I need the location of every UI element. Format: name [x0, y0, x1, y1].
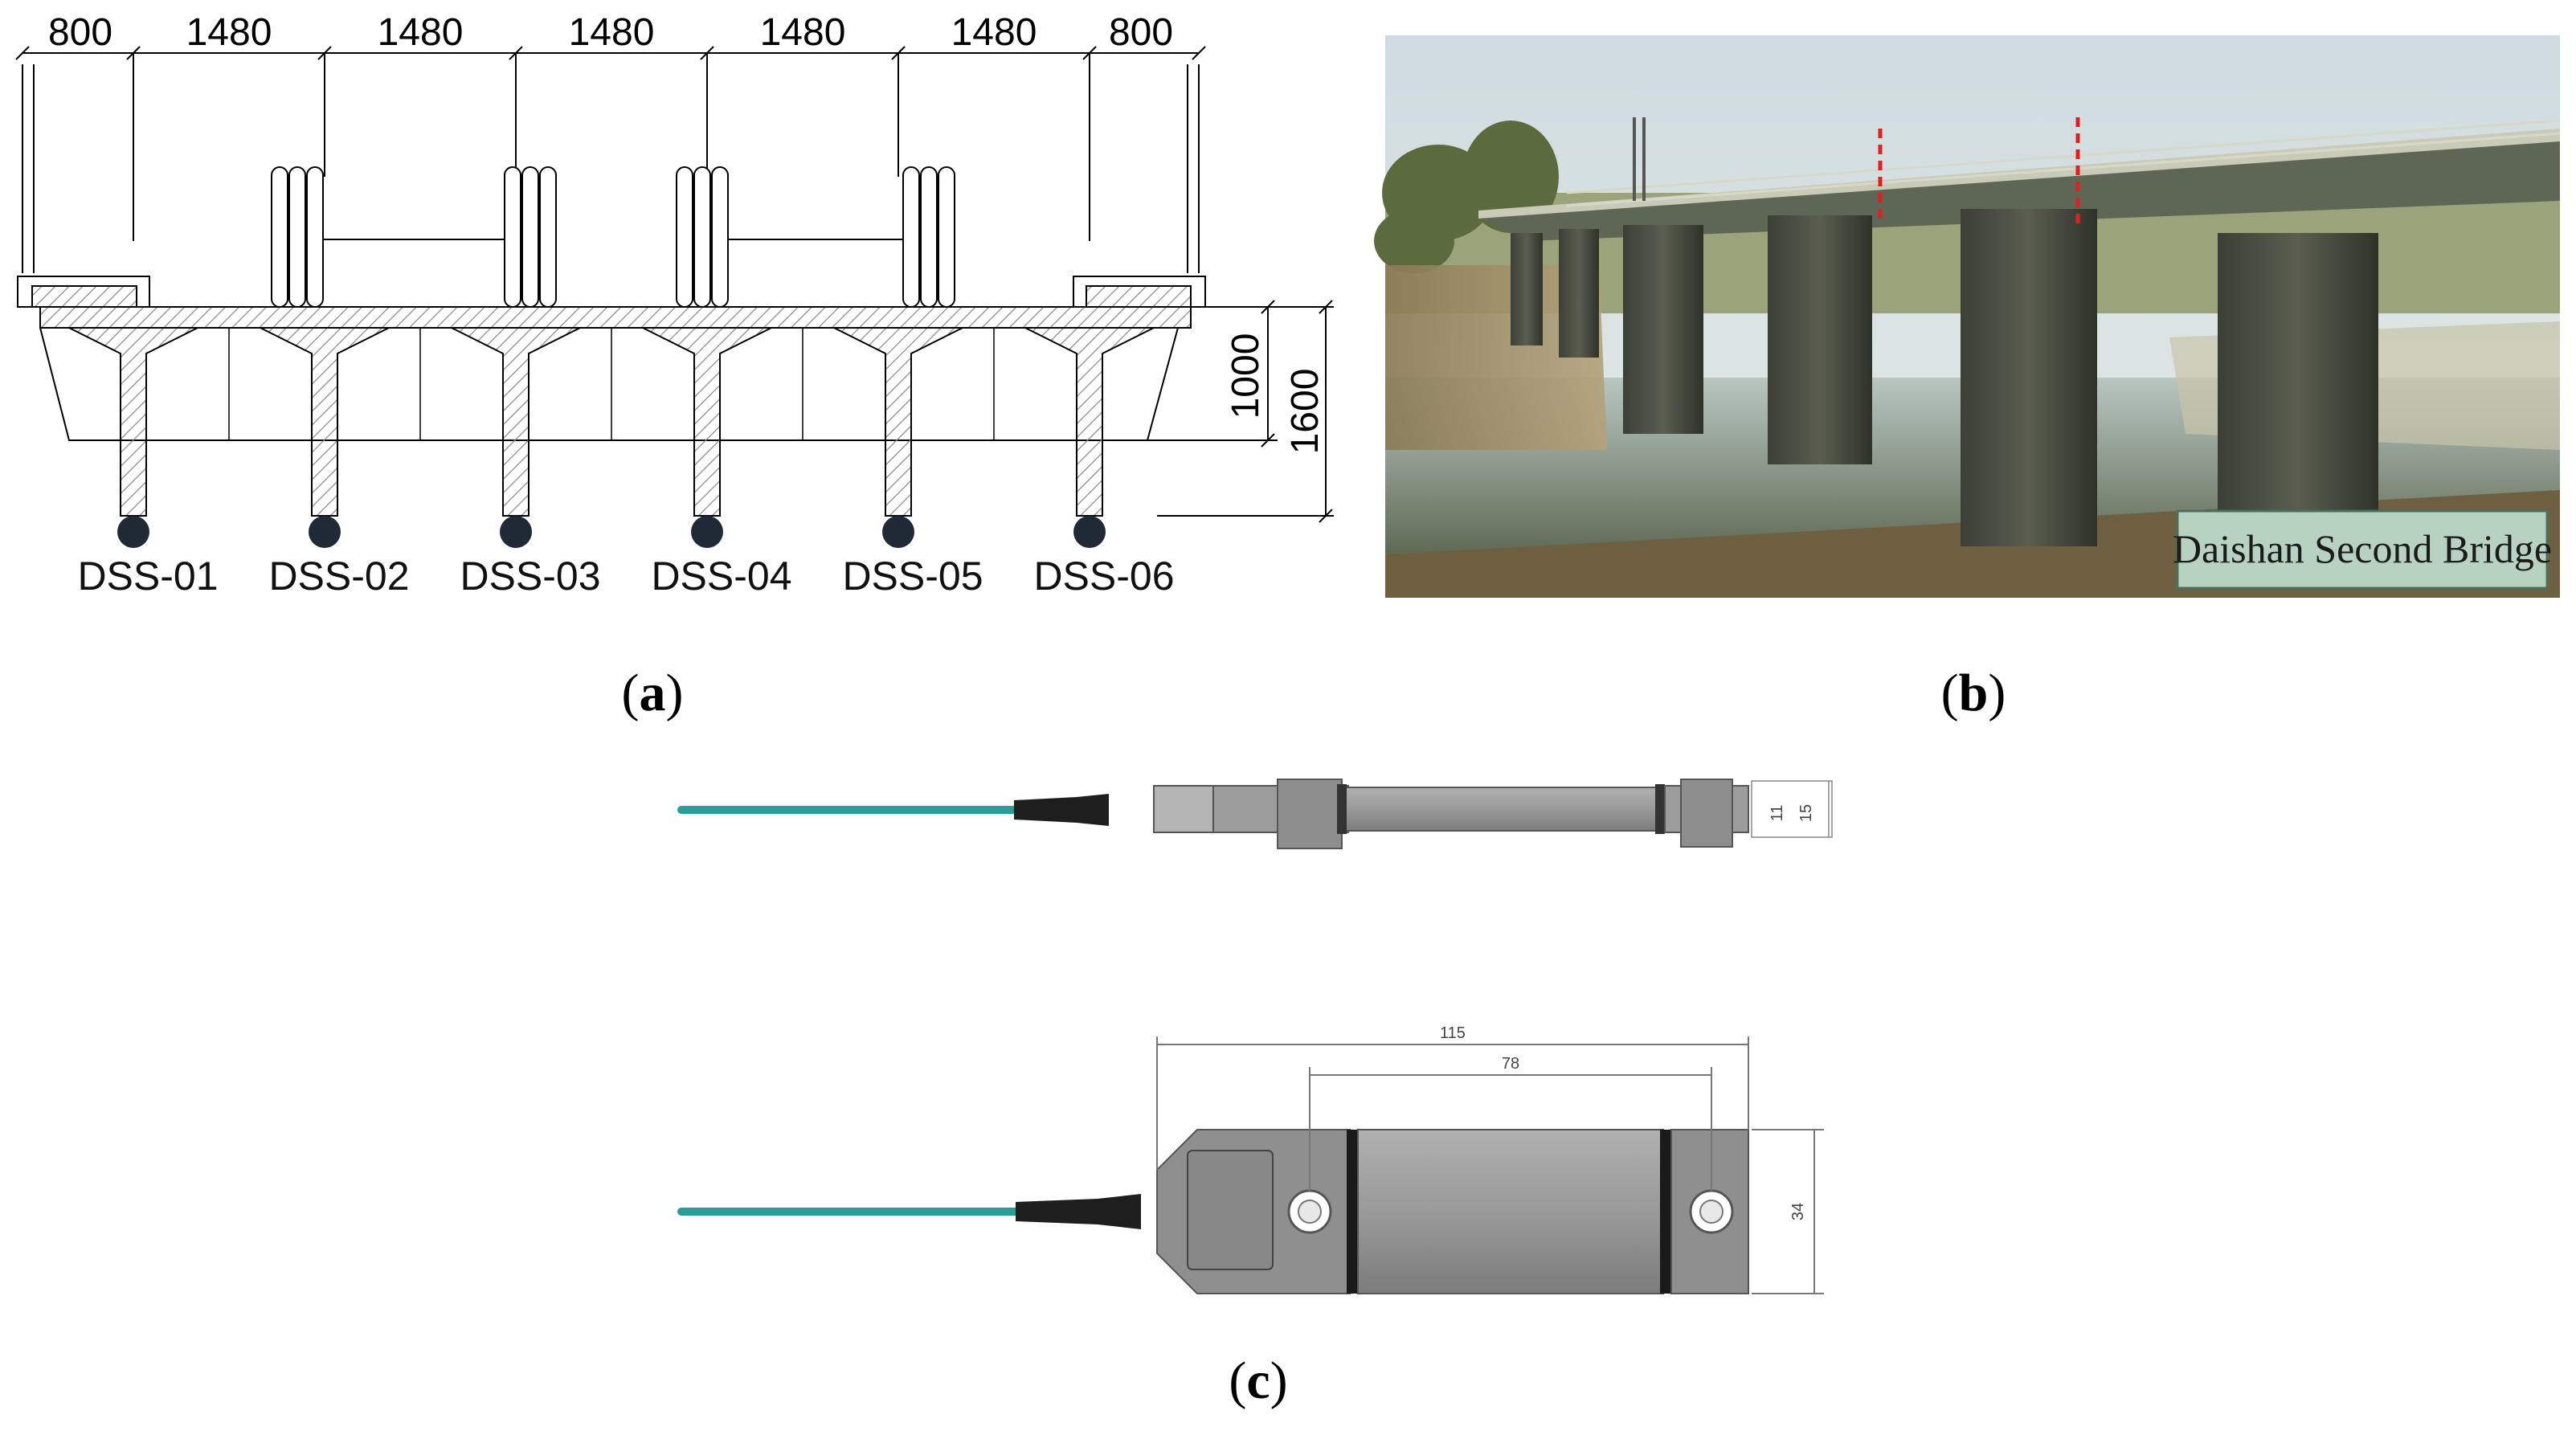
dim-800-left: 800 [48, 11, 112, 54]
girder-web [833, 327, 963, 517]
sensor-dot [691, 516, 723, 548]
dim-hole-spacing: 78 [1502, 1055, 1519, 1073]
panel-a-cross-section: 800 1480 1480 1480 1480 1480 800 [15, 11, 1334, 722]
side-height-outer: 15 [1797, 804, 1815, 822]
sensor-label-03: DSS-03 [460, 554, 600, 599]
top-view-dimensions [1156, 1036, 1824, 1294]
girder-web [260, 327, 390, 517]
panel-label-c: (c) [1229, 1351, 1287, 1410]
bridge-piers [1511, 209, 2378, 546]
bridge-deck [1478, 137, 2560, 241]
sensor-dot [117, 516, 149, 548]
side-height-inner: 11 [1768, 805, 1786, 822]
sensor-dot [500, 516, 532, 548]
top-dimension-chain [22, 52, 1200, 273]
bridge-caption: Daishan Second Bridge [2173, 526, 2552, 571]
dim-1480-2: 1480 [378, 11, 464, 54]
dim-1480-1: 1480 [186, 11, 272, 54]
depth-dimensions [1147, 300, 1334, 523]
deck-slab [39, 306, 1192, 441]
sensor-markers [117, 516, 1106, 548]
panel-b-bridge-photo: Daishan Second Bridge (b) [1374, 35, 2561, 722]
panel-c-sensor-drawing: 11 15 [677, 779, 1833, 1410]
sensor-dot [882, 516, 914, 548]
measurement-section-markers [1878, 117, 2080, 230]
dim-1600: 1600 [1284, 369, 1327, 455]
bridge-railing [1566, 119, 2561, 207]
sensor-label-06: DSS-06 [1033, 554, 1174, 599]
dimension-ticks [15, 46, 1206, 60]
sensor-dot [309, 516, 341, 548]
caption-box [2176, 509, 2549, 590]
trees [1374, 121, 1559, 273]
sensor-label-05: DSS-05 [842, 554, 983, 599]
girder-web [642, 327, 772, 517]
dim-800-right: 800 [1109, 11, 1173, 54]
sensor-dot [1073, 516, 1106, 548]
dim-body-width: 34 [1789, 1203, 1807, 1220]
sensor-side-view: 11 15 [677, 779, 1833, 849]
panel-label-b: (b) [1941, 664, 2006, 722]
girder-web [1024, 327, 1155, 517]
dim-1480-4: 1480 [760, 11, 846, 54]
girder-web [68, 327, 198, 517]
sensor-label-01: DSS-01 [77, 554, 218, 599]
t-girders [68, 327, 1155, 517]
dim-1000: 1000 [1225, 333, 1267, 419]
panel-label-a: (a) [622, 664, 684, 722]
vehicle-wheels [271, 166, 955, 308]
girder-web [451, 327, 581, 517]
dim-1480-3: 1480 [569, 11, 655, 54]
dim-total-length: 115 [1440, 1024, 1466, 1042]
curbs [17, 276, 1206, 308]
sensor-top-view: 115 78 34 [677, 1024, 1824, 1294]
sensor-label-04: DSS-04 [651, 554, 791, 599]
dim-1480-5: 1480 [951, 11, 1037, 54]
sensor-label-02: DSS-02 [268, 554, 409, 599]
